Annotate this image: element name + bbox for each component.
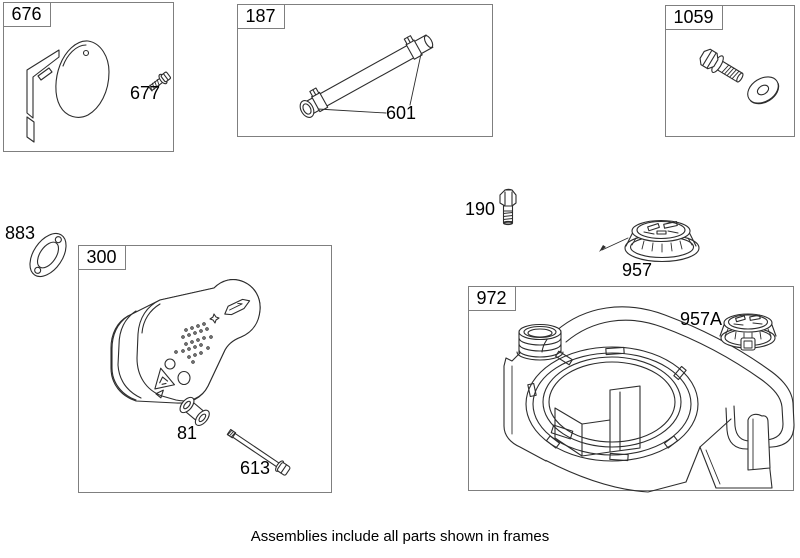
- frame-blower-housing: 972: [467, 285, 794, 491]
- part-label-957A: 957A: [680, 309, 723, 329]
- part-label-677: 677: [130, 83, 161, 103]
- frame-muffler-number: 300: [77, 244, 126, 270]
- part-label-601: 601: [386, 103, 417, 123]
- assemblies-note: Assemblies include all parts shown in fr…: [250, 528, 550, 545]
- frame-bolt-kit: 1059: [664, 4, 795, 137]
- hex-bolt-drawing: [499, 188, 517, 226]
- frame-muffler-guard: 676: [2, 1, 174, 152]
- frame-bolt-kit-number: 1059: [664, 4, 723, 30]
- part-label-613: 613: [240, 458, 271, 478]
- frame-breather-tube-number: 187: [236, 3, 285, 29]
- part-label-957: 957: [622, 260, 653, 280]
- fuel-cap-drawing: [599, 219, 700, 263]
- part-label-190: 190: [465, 199, 496, 219]
- frame-muffler-guard-number: 676: [2, 1, 51, 27]
- part-label-81: 81: [177, 423, 198, 443]
- part-label-883: 883: [5, 223, 36, 243]
- frame-blower-housing-number: 972: [467, 285, 516, 311]
- frame-muffler: 300: [77, 244, 332, 493]
- frame-breather-tube: 187: [236, 3, 493, 137]
